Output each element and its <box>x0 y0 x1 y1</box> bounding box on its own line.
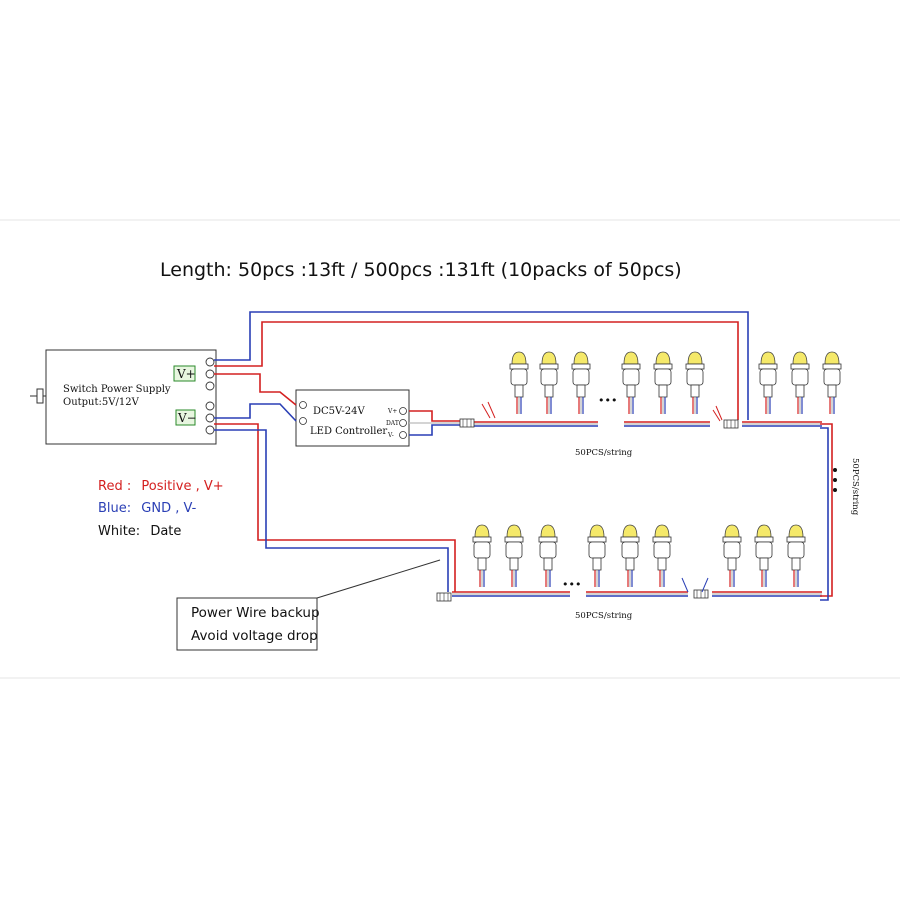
note-box <box>176 597 318 651</box>
note-line1: Power Wire backup <box>191 605 320 621</box>
led-pixel <box>620 524 640 587</box>
controller-name: LED Controller <box>310 426 387 437</box>
vminus-label-box <box>175 409 196 426</box>
led-pixel <box>758 351 778 414</box>
string-label-bottom: 50PCS/string <box>575 611 633 621</box>
led-string-top <box>459 351 842 429</box>
led-pixel <box>685 351 705 414</box>
led-pixel <box>786 524 806 587</box>
legend-red: Red : Positive , V+ <box>98 479 224 494</box>
ellipsis-dot <box>833 488 837 492</box>
led-pixel <box>587 524 607 587</box>
legend-red-name: Red : <box>98 479 131 494</box>
led-controller: DC5V-24V LED Controller V+ DAT V- <box>295 389 410 447</box>
string-connector-icon <box>436 592 452 602</box>
terminal-screw-icon <box>299 401 307 409</box>
power-backup-wires-bottom <box>214 423 456 599</box>
power-supply-title: Switch Power Supply <box>63 384 171 395</box>
power-backup-note: Power Wire backup Avoid voltage drop <box>176 597 320 651</box>
string-link-wires <box>820 423 833 601</box>
ellipsis-bottom: ••• <box>562 578 581 591</box>
pin-vplus-label: V+ <box>387 408 397 415</box>
terminal-screw-icon <box>399 431 407 439</box>
legend-blue-name: Blue: <box>98 501 131 516</box>
terminal-screw-icon <box>399 419 407 427</box>
led-pixel <box>790 351 810 414</box>
led-pixel <box>653 351 673 414</box>
legend-blue: Blue: GND , V- <box>98 501 197 516</box>
terminal-screw-icon <box>205 381 215 391</box>
terminal-screw-icon <box>205 357 215 367</box>
psu-controller-wires <box>214 373 460 436</box>
led-pixel <box>538 524 558 587</box>
terminal-screw-icon <box>205 369 215 379</box>
terminal-screw-icon <box>205 413 215 423</box>
terminal-screw-icon <box>299 417 307 425</box>
legend-white-desc: Date <box>150 524 181 539</box>
pin-vminus-label: V- <box>387 432 394 439</box>
legend-white-name: White: <box>98 524 140 539</box>
led-pixel <box>754 524 774 587</box>
led-pixel <box>822 351 842 414</box>
power-plug <box>36 388 44 404</box>
ellipsis-top: ••• <box>598 394 617 407</box>
led-pixel <box>509 351 529 414</box>
led-pixel <box>472 524 492 587</box>
pin-dat-label: DAT <box>386 420 399 427</box>
power-supply: Switch Power Supply Output:5V/12V V+ V− <box>30 349 217 445</box>
led-pixel <box>539 351 559 414</box>
note-line2: Avoid voltage drop <box>191 628 318 644</box>
controller-box <box>295 389 410 447</box>
ellipsis-dot <box>833 478 837 482</box>
string-label-side: 50PCS/string <box>850 458 860 516</box>
power-supply-output: Output:5V/12V <box>63 397 140 408</box>
string-connector-icon <box>459 418 475 428</box>
ellipsis-dot <box>833 468 837 472</box>
diagram-title: Length: 50pcs :13ft / 500pcs :131ft (10p… <box>160 259 682 281</box>
legend-red-desc: Positive , V+ <box>141 479 223 494</box>
side-ellipsis <box>833 468 837 492</box>
string-connector-icon <box>723 419 739 429</box>
string-connector-icon <box>693 589 709 599</box>
vminus-label: V− <box>177 411 197 425</box>
string-label-top: 50PCS/string <box>575 448 633 458</box>
led-string-bottom <box>436 524 822 602</box>
led-pixel <box>504 524 524 587</box>
controller-voltage: DC5V-24V <box>313 406 365 417</box>
terminal-screw-icon <box>205 425 215 435</box>
note-pointer <box>316 559 441 599</box>
terminal-screw-icon <box>399 407 407 415</box>
led-pixel <box>722 524 742 587</box>
led-pixel <box>652 524 672 587</box>
legend-white: White: Date <box>98 524 181 539</box>
legend: Red : Positive , V+ Blue: GND , V- White… <box>98 479 224 539</box>
legend-blue-desc: GND , V- <box>141 501 196 516</box>
vplus-label-box <box>173 365 196 382</box>
led-pixel <box>571 351 591 414</box>
power-backup-wires-top <box>214 311 749 420</box>
terminal-screw-icon <box>205 401 215 411</box>
led-pixel <box>621 351 641 414</box>
vplus-label: V+ <box>176 367 196 381</box>
